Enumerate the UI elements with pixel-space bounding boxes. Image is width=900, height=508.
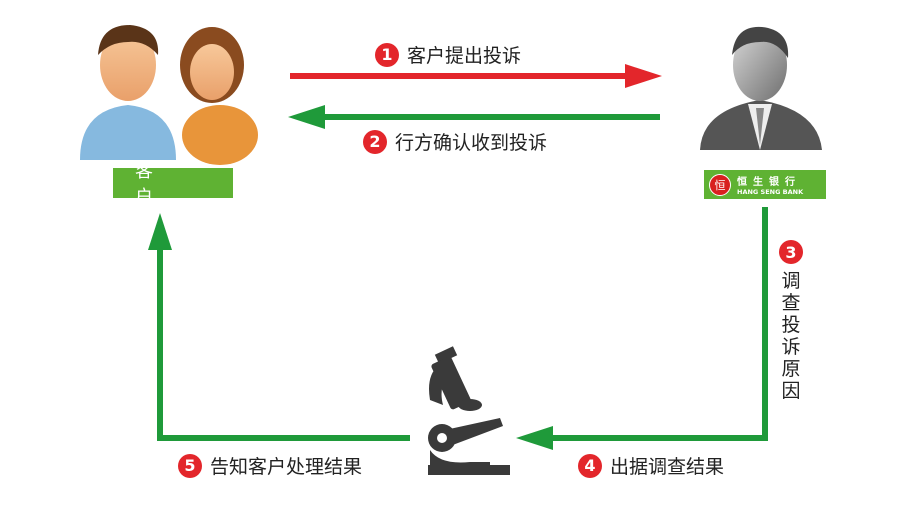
step-text: 行方确认收到投诉 bbox=[395, 132, 548, 154]
step-text: 客户提出投诉 bbox=[407, 45, 522, 67]
step-1: 1 客户提出投诉 bbox=[375, 41, 521, 68]
microscope-icon bbox=[428, 346, 510, 475]
step-5: 5 告知客户处理结果 bbox=[178, 452, 362, 479]
banker-icon bbox=[700, 26, 822, 150]
step-text: 告知客户处理结果 bbox=[210, 456, 363, 478]
step-number: 4 bbox=[578, 453, 602, 478]
bank-logo: 恒 恒生银行 HANG SENG BANK bbox=[704, 170, 826, 199]
customer-icon bbox=[80, 25, 258, 165]
step-4: 4 出据调查结果 bbox=[578, 452, 724, 479]
arrow-investigate bbox=[548, 207, 768, 441]
step-number: 1 bbox=[375, 42, 399, 67]
step-text: 出据调查结果 bbox=[610, 456, 725, 478]
step-3-text: 调查投诉原因 bbox=[781, 270, 801, 402]
bank-seal-icon: 恒 bbox=[709, 173, 731, 196]
step-number: 5 bbox=[178, 453, 202, 478]
step-number: 3 bbox=[779, 240, 803, 264]
step-2: 2 行方确认收到投诉 bbox=[363, 128, 547, 155]
customer-label: 客 户 bbox=[113, 161, 233, 208]
arrow-notify bbox=[157, 245, 410, 441]
bank-name-cn: 恒生银行 bbox=[737, 177, 801, 188]
step-3: 3 bbox=[779, 240, 811, 264]
bank-name-en: HANG SENG BANK bbox=[737, 188, 804, 196]
step-number: 2 bbox=[363, 129, 387, 154]
